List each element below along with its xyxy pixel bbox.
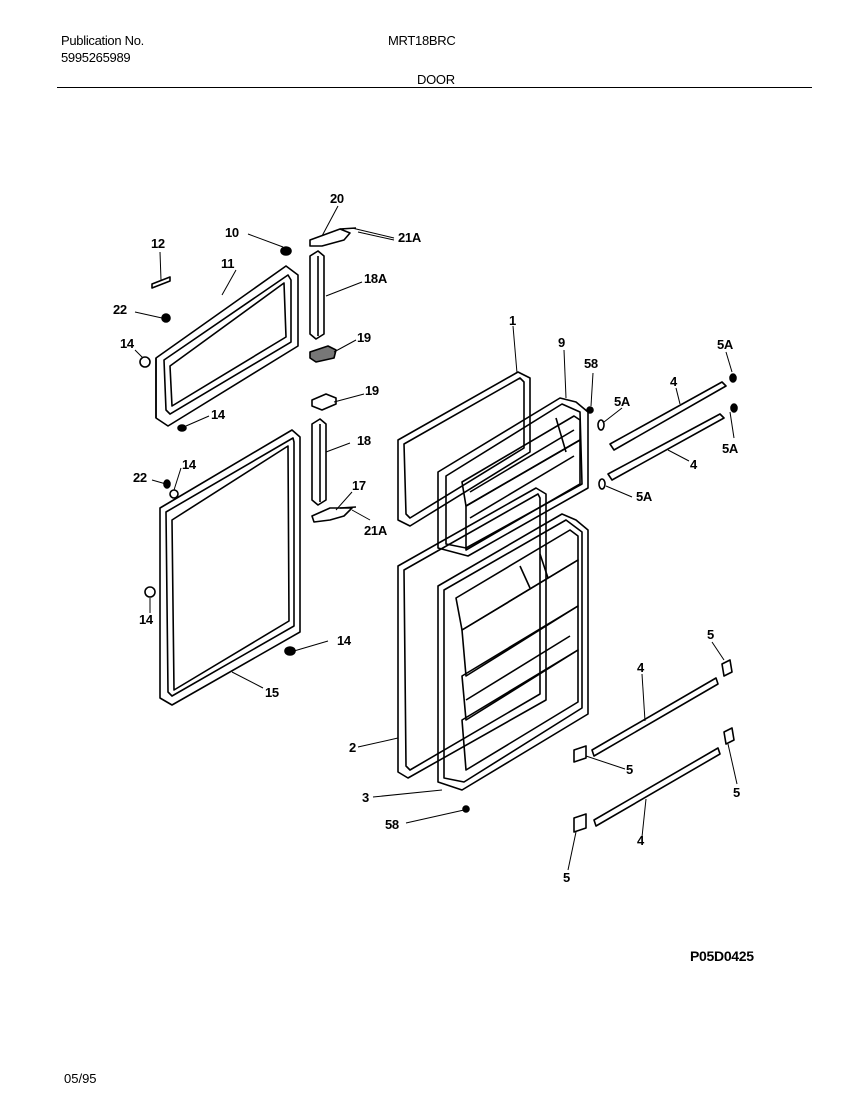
fresh-food-door-liner <box>437 513 589 791</box>
callout-22-top: 22 <box>113 302 127 317</box>
callout-1: 1 <box>509 313 516 328</box>
callout-18: 18 <box>357 433 371 448</box>
callout-17: 17 <box>352 478 366 493</box>
callout-5a-a: 5A <box>614 394 631 409</box>
cap-19-top <box>309 345 337 363</box>
callout-14-e: 14 <box>337 633 352 648</box>
plugs <box>139 356 179 598</box>
publication-label: Publication No. <box>61 33 144 48</box>
fresh-food-door-gasket <box>397 487 547 779</box>
callout-5a-c: 5A <box>722 441 739 456</box>
section-title: DOOR <box>417 72 455 87</box>
callout-4-c: 4 <box>637 660 645 675</box>
freezer-door-frame <box>155 265 299 427</box>
callout-5-c: 5 <box>733 785 740 800</box>
callout-58-top: 58 <box>584 356 598 371</box>
callout-5a-d: 5A <box>636 489 653 504</box>
callout-14-b: 14 <box>211 407 226 422</box>
cap-19-bottom <box>311 393 337 411</box>
callout-labels: 12 10 11 20 21A 18A 22 14 19 19 14 18 22… <box>113 191 740 885</box>
callout-18a: 18A <box>364 271 388 286</box>
callout-15: 15 <box>265 685 279 700</box>
callout-14-a: 14 <box>120 336 135 351</box>
publication-number: 5995265989 <box>61 50 131 65</box>
freezer-door-panel <box>397 371 531 527</box>
screws <box>161 313 594 813</box>
callout-3: 3 <box>362 790 369 805</box>
shelf-rail-lower-b <box>593 747 721 827</box>
callout-4-b: 4 <box>690 457 698 472</box>
callout-2: 2 <box>349 740 356 755</box>
shelf-rail-lower-a <box>591 677 719 757</box>
hinge-pin-10 <box>280 246 292 256</box>
trim-piece-12 <box>151 276 171 289</box>
gasket-strip-18a <box>309 250 325 340</box>
header-rule <box>57 87 812 88</box>
shelf-rail-upper-a <box>609 381 727 451</box>
callout-14-d: 14 <box>139 612 154 627</box>
callout-11: 11 <box>221 256 234 271</box>
callout-5-b: 5 <box>626 762 633 777</box>
rail-end-caps <box>573 373 738 833</box>
shelf-rail-upper-b <box>607 413 725 481</box>
leader-lines <box>134 205 738 871</box>
fresh-food-door-frame <box>159 429 301 706</box>
top-hinge <box>309 227 357 247</box>
callout-20: 20 <box>330 191 344 206</box>
callout-10: 10 <box>225 225 239 240</box>
callout-21a-b: 21A <box>364 523 388 538</box>
callout-5-a: 5 <box>707 627 714 642</box>
model-number: MRT18BRC <box>388 33 456 48</box>
callout-4-d: 4 <box>637 833 645 848</box>
callout-9: 9 <box>558 335 565 350</box>
callout-19-b: 19 <box>365 383 379 398</box>
callout-5a-b: 5A <box>717 337 734 352</box>
revision-date: 05/95 <box>64 1071 97 1086</box>
callout-4-a: 4 <box>670 374 678 389</box>
callout-12: 12 <box>151 236 165 251</box>
freezer-door-liner <box>437 397 589 557</box>
callout-5-d: 5 <box>563 870 570 885</box>
bottom-hinge-17 <box>311 506 357 523</box>
gasket-strip-18 <box>311 418 327 506</box>
callout-21a-top: 21A <box>398 230 422 245</box>
callout-14-c: 14 <box>182 457 197 472</box>
figure-code: P05D0425 <box>690 948 754 964</box>
callout-22-b: 22 <box>133 470 147 485</box>
callout-58-b: 58 <box>385 817 399 832</box>
callout-19-a: 19 <box>357 330 371 345</box>
